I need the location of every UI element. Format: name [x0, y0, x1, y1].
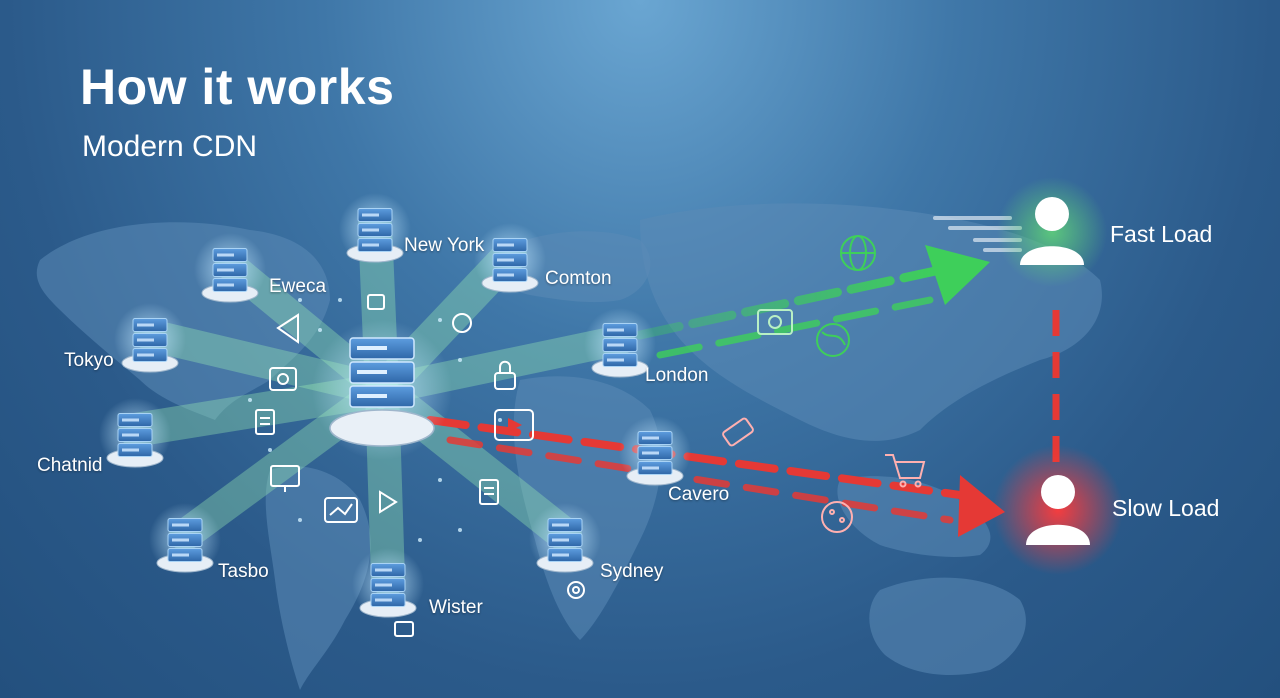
server-tasbo [149, 503, 221, 575]
slow-user-head [1041, 475, 1075, 509]
node-label-sydney: Sydney [600, 561, 664, 582]
node-label-london: London [645, 365, 709, 386]
fast-user-head [1035, 197, 1069, 231]
node-label-cavero: Cavero [668, 484, 730, 505]
node-label-comton: Comton [545, 268, 612, 289]
play-icon [379, 490, 398, 514]
server-comton [474, 223, 546, 295]
node-label-tasbo: Tasbo [218, 561, 269, 582]
cookie-icon [821, 501, 853, 533]
icons [255, 235, 926, 637]
lock-icon [494, 360, 516, 390]
settings-icon [452, 313, 472, 333]
fast-arrow [925, 245, 990, 305]
globe-icon-2 [816, 323, 850, 357]
fast-lane [635, 245, 990, 359]
node-label-new-york: New York [404, 235, 485, 256]
server-eweca [194, 233, 266, 305]
speaker-icon [367, 294, 385, 310]
server-london [584, 308, 656, 380]
node-label-chatnid: Chatnid [37, 455, 103, 476]
slow-user [993, 445, 1123, 575]
page-subtitle: Modern CDN [82, 130, 258, 163]
image-icon [269, 367, 297, 391]
chart-icon [324, 497, 358, 523]
slow-arrow [958, 475, 1005, 537]
australia-shape [869, 577, 1026, 675]
server-chatnid [99, 398, 171, 470]
slow-load-label: Slow Load [1112, 495, 1220, 521]
gear-icon [567, 581, 585, 599]
slow-lane [426, 310, 1060, 537]
server-wister [352, 548, 424, 620]
fast-user [997, 177, 1107, 287]
server-cavero [619, 416, 691, 488]
server-hub [312, 320, 452, 460]
node-label-wister: Wister [429, 597, 483, 618]
arrow-icon [276, 313, 299, 344]
video-play-icon [494, 409, 534, 441]
server-sydney [529, 503, 601, 575]
receipt-icon [479, 479, 499, 505]
page-title: How it works [80, 59, 395, 115]
node-label-tokyo: Tokyo [64, 350, 114, 371]
globe-icon [840, 235, 876, 271]
node-label-eweca: Eweca [269, 276, 327, 297]
server-nodes [99, 193, 691, 620]
server-tokyo [114, 303, 186, 375]
edit-icon [394, 621, 414, 637]
fast-user-body [1020, 246, 1084, 265]
tag-icon [722, 417, 754, 447]
monitor-icon [270, 465, 300, 492]
document-icon [255, 409, 275, 435]
camera-icon [757, 309, 793, 335]
slow-user-body [1026, 524, 1090, 545]
network-dots [248, 298, 502, 542]
shopping-cart-icon [885, 454, 926, 488]
fast-load-label: Fast Load [1110, 221, 1213, 247]
server-new-york [339, 193, 411, 265]
